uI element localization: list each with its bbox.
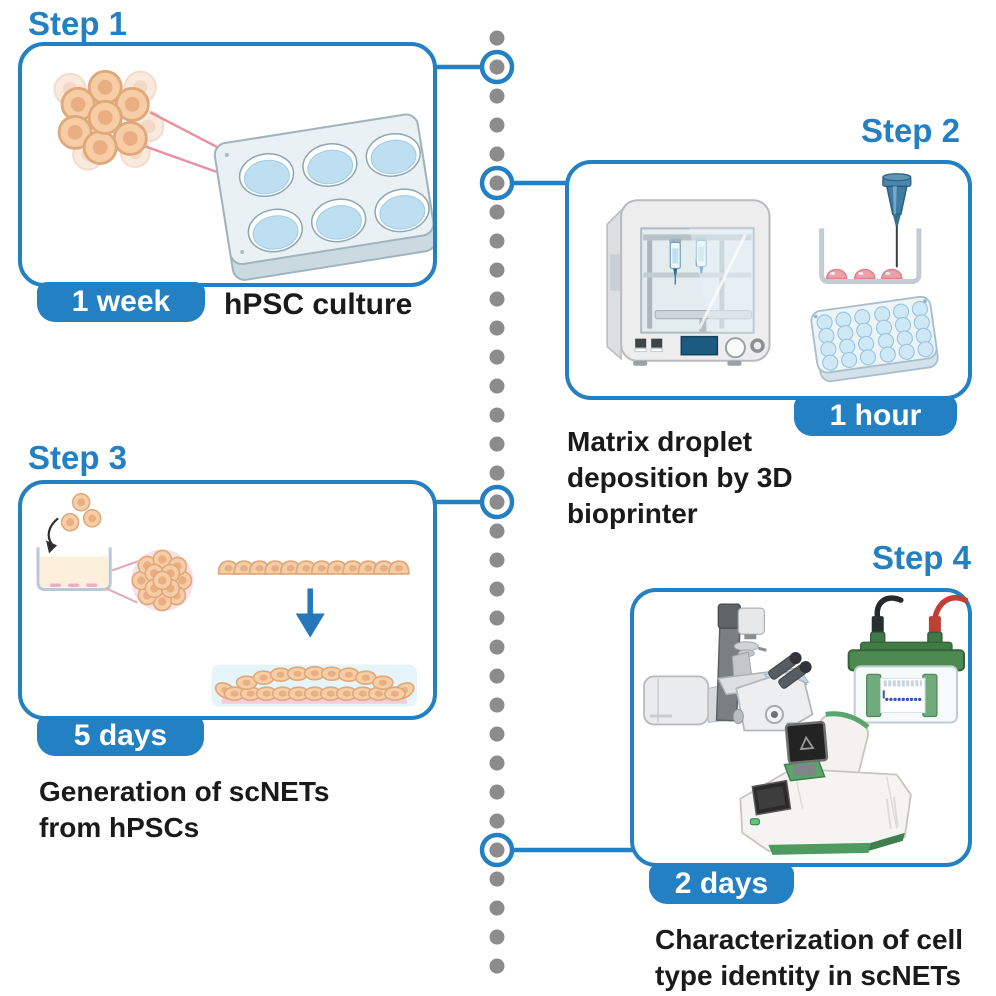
step4-illustration bbox=[643, 595, 968, 855]
step4-duration-badge: 2 days bbox=[649, 864, 794, 904]
step1-illustration bbox=[53, 69, 433, 281]
needle-icon bbox=[882, 173, 912, 268]
falling-cells-icon bbox=[60, 492, 102, 532]
connector-ring-step4 bbox=[479, 832, 515, 868]
step1-duration-badge: 1 week bbox=[37, 282, 205, 322]
cell-seeding-dish-icon bbox=[36, 547, 141, 604]
cell-monolayer-icon bbox=[217, 560, 410, 575]
bioprinter-icon bbox=[606, 199, 771, 366]
tissue-layer-icon bbox=[211, 664, 418, 707]
step4-title: Step 4 bbox=[871, 539, 971, 576]
thermocycler-icon bbox=[739, 711, 912, 855]
connector-ring-step2 bbox=[479, 165, 515, 201]
step2-illustration bbox=[606, 173, 939, 383]
down-arrow-icon bbox=[295, 588, 325, 638]
step2-caption: Matrix droplet deposition by 3D bioprint… bbox=[567, 426, 793, 529]
step3-panel: Step 3 bbox=[18, 441, 437, 843]
microscope-icon bbox=[643, 603, 814, 732]
step3-duration-badge: 5 days bbox=[37, 716, 204, 756]
step1-panel: Step 1 bbox=[18, 7, 437, 322]
droplet-dish-icon bbox=[819, 228, 922, 285]
gel-electrophoresis-icon bbox=[847, 595, 968, 724]
step2-panel: Step 2 bbox=[565, 114, 972, 529]
step2-title: Step 2 bbox=[860, 112, 960, 149]
step3-illustration bbox=[36, 492, 418, 707]
24-well-plate-icon bbox=[810, 295, 939, 383]
step2-duration-badge: 1 hour bbox=[794, 396, 957, 436]
connector-ring-step1 bbox=[479, 49, 515, 85]
step3-caption: Generation of scNETs from hPSCs bbox=[39, 776, 330, 843]
step4-caption: Characterization of cell type identity i… bbox=[655, 924, 964, 991]
step1-title: Step 1 bbox=[28, 5, 128, 42]
spheroid-icon bbox=[131, 549, 194, 612]
step4-panel: Step 4 bbox=[630, 541, 972, 991]
step3-title: Step 3 bbox=[28, 439, 128, 476]
drop-arrow-icon bbox=[46, 517, 59, 554]
step1-caption: hPSC culture bbox=[224, 288, 413, 321]
six-well-plate-icon bbox=[213, 113, 433, 281]
connector-ring-step3 bbox=[479, 484, 515, 520]
hpsc-colony-icon bbox=[53, 69, 165, 171]
